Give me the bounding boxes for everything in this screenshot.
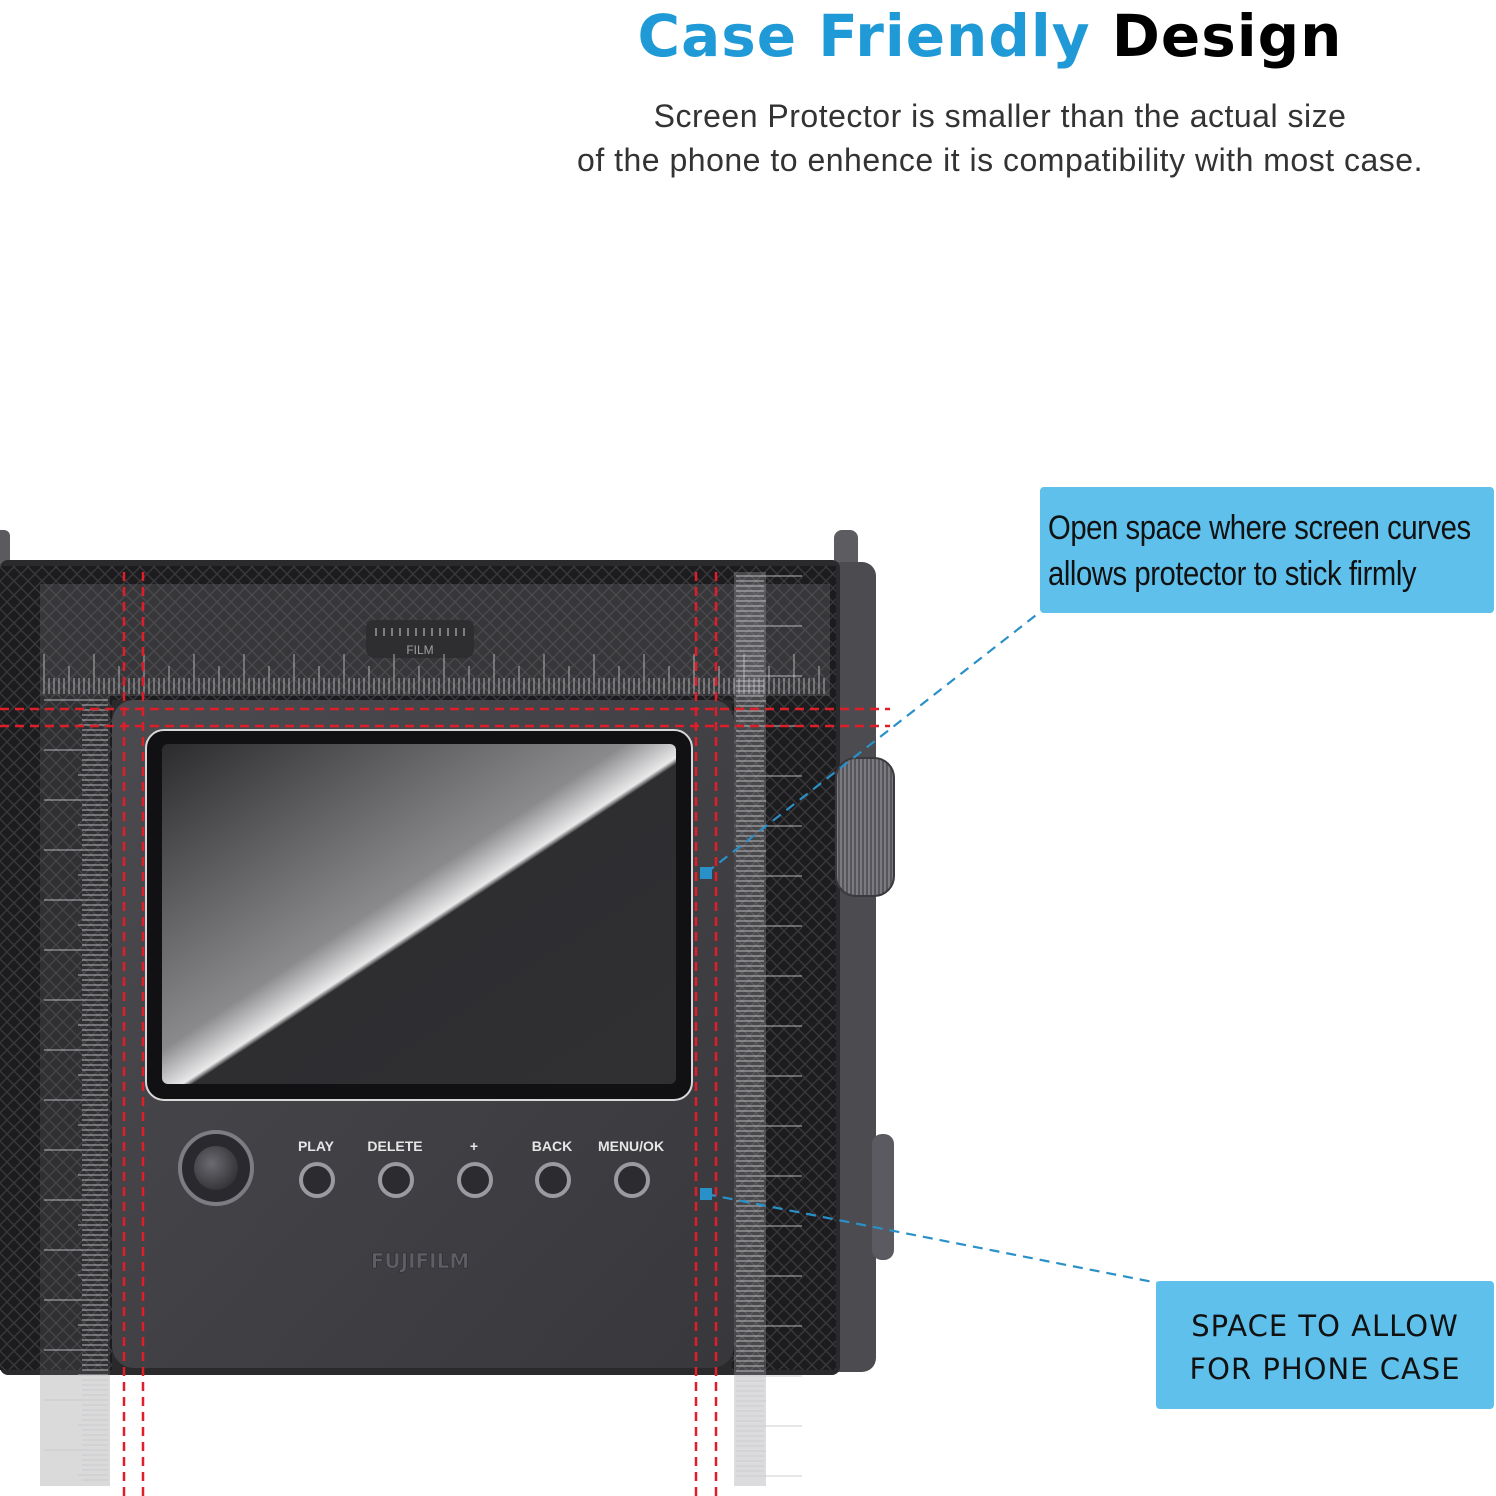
headline: Case Friendly Design — [590, 2, 1390, 70]
subtitle-line-2: of the phone to enhence it is compatibil… — [577, 142, 1423, 178]
screen-display — [162, 744, 676, 1084]
ruler-right — [734, 572, 766, 1486]
callout-top-line-1: Open space where screen curves — [1048, 509, 1471, 547]
button-label-play: PLAY — [298, 1138, 335, 1154]
ruler-left — [40, 696, 110, 1486]
delete-button[interactable] — [378, 1162, 414, 1198]
leader-marker-top — [700, 867, 712, 879]
button-label-menu-ok: MENU/OK — [598, 1138, 664, 1154]
grip-right — [732, 700, 836, 1370]
brand-logo: FUJIFILM — [371, 1249, 470, 1273]
callout-top-line-2: allows protector to stick firmly — [1048, 555, 1417, 593]
headline-blue: Case Friendly — [637, 2, 1091, 70]
film-label: FILM — [406, 643, 433, 657]
headline-black: Design — [1111, 2, 1343, 70]
dial-icon[interactable] — [835, 757, 895, 897]
back-button[interactable] — [535, 1162, 571, 1198]
callout-open-space: Open space where screen curves allows pr… — [1040, 487, 1494, 613]
leader-lines — [705, 611, 1159, 1285]
strap-lug-left — [0, 530, 10, 566]
plus-button[interactable] — [457, 1162, 493, 1198]
menu-ok-button[interactable] — [614, 1162, 650, 1198]
callout-bottom-line-2: FOR PHONE CASE — [1189, 1352, 1461, 1386]
button-label-back: BACK — [532, 1138, 572, 1154]
ruler-top — [40, 584, 830, 696]
side-button-icon[interactable] — [872, 1134, 894, 1260]
callout-case-space: SPACE TO ALLOW FOR PHONE CASE — [1156, 1281, 1494, 1409]
leader-marker-bottom — [700, 1188, 712, 1200]
callout-bottom-line-1: SPACE TO ALLOW — [1191, 1309, 1459, 1343]
button-label-plus: + — [470, 1138, 478, 1154]
strap-lug-right — [834, 530, 858, 570]
play-button[interactable] — [299, 1162, 335, 1198]
button-label-delete: DELETE — [367, 1138, 422, 1154]
red-guide-lines — [0, 572, 890, 1496]
subtitle-line-1: Screen Protector is smaller than the act… — [653, 98, 1347, 134]
subtitle: Screen Protector is smaller than the act… — [520, 94, 1480, 182]
